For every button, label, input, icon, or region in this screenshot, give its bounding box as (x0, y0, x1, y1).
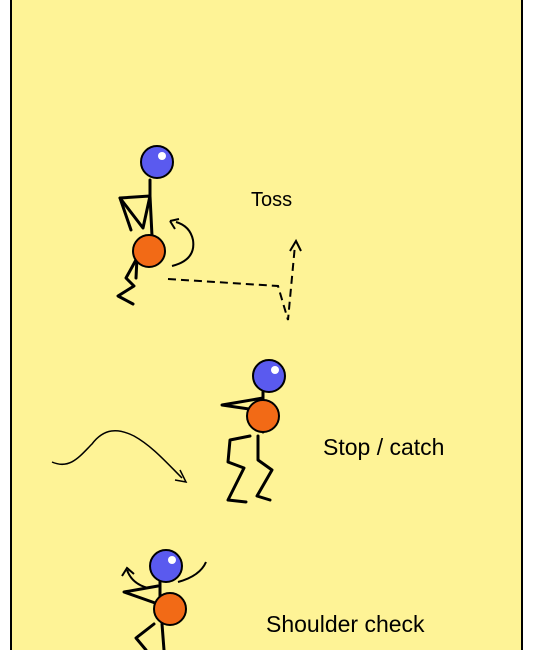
player-catch-head-highlight (271, 366, 279, 374)
shoulder-check-arm-left (126, 569, 149, 589)
toss-curve-arrow (171, 221, 195, 267)
movement-wavy-arrowhead (174, 469, 188, 484)
label-stop-catch: Stop / catch (323, 434, 444, 460)
player-catch-head (252, 359, 286, 393)
toss-dashed-arrowhead (289, 238, 302, 252)
player-shoulder-check-head-highlight (168, 556, 176, 564)
player-toss-head (140, 145, 174, 179)
shoulder-check-arm-right (177, 561, 207, 583)
player-shoulder-check-ball (153, 592, 187, 626)
court-background (10, 0, 523, 650)
player-catch-ball (246, 399, 280, 433)
toss-curve-arrowhead (169, 218, 180, 230)
player-toss-ball (132, 234, 166, 268)
label-toss: Toss (251, 189, 292, 211)
movement-wavy-arrow (51, 430, 183, 479)
player-toss-head-highlight (158, 152, 166, 160)
label-shoulder-check: Shoulder check (266, 611, 425, 637)
player-catch (220, 390, 274, 504)
shoulder-check-arrowhead (121, 566, 135, 577)
toss-dashed-path (167, 244, 296, 321)
player-shoulder-check-head (149, 549, 183, 583)
